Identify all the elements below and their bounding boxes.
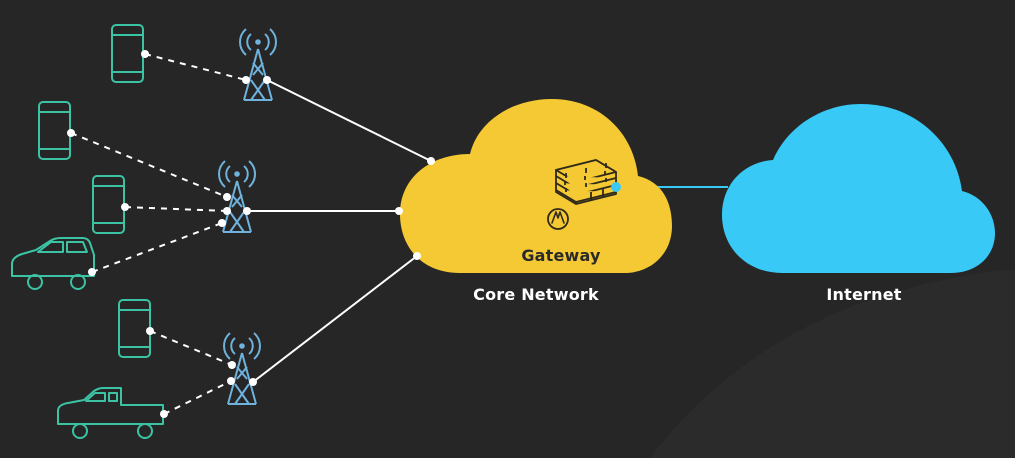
connection-dot <box>160 410 168 418</box>
connection-dot <box>243 207 251 215</box>
connection-dot <box>413 252 421 260</box>
connection-dot <box>146 327 154 335</box>
background-shade <box>650 270 1015 458</box>
backhaul-link-bottom <box>252 255 418 383</box>
connection-dot <box>121 203 129 211</box>
device-link-phone-2 <box>70 132 228 198</box>
cell-tower-icon <box>239 28 277 101</box>
connection-dot <box>249 378 257 386</box>
internet-cloud <box>722 104 995 273</box>
connection-dot <box>223 193 231 201</box>
gateway-icon-circle <box>547 208 569 230</box>
backhaul-links <box>247 79 432 383</box>
connection-points <box>67 50 435 418</box>
backhaul-link-top <box>266 79 432 162</box>
connection-dot <box>395 207 403 215</box>
core-network-cloud <box>400 99 672 273</box>
car-icon <box>11 237 95 290</box>
connection-dot <box>223 207 231 215</box>
cell-tower-icon <box>218 160 256 233</box>
connection-dot <box>427 157 435 165</box>
device-links <box>70 53 247 415</box>
connection-dot <box>228 361 236 369</box>
connection-dot <box>88 268 96 276</box>
connection-dot <box>242 76 250 84</box>
connection-dot <box>227 377 235 385</box>
device-link-phone-3 <box>124 206 228 212</box>
internet-label: Internet <box>826 285 901 304</box>
device-link-car-1 <box>91 222 223 273</box>
connection-dot <box>67 129 75 137</box>
firewall-icon <box>547 159 617 230</box>
connection-dot <box>218 219 226 227</box>
cell-tower-icon <box>223 332 261 405</box>
pickup-truck-icon <box>57 387 164 439</box>
phone-icon <box>92 175 125 234</box>
connection-dot <box>141 50 149 58</box>
gateway-label: Gateway <box>521 246 601 265</box>
device-link-truck-1 <box>163 380 232 415</box>
device-link-phone-4 <box>149 330 233 366</box>
gateway-connection-dot <box>611 182 621 192</box>
phone-icon <box>111 24 144 83</box>
device-link-phone-1 <box>144 53 247 81</box>
phone-icon <box>118 299 151 358</box>
phone-icon <box>38 101 71 160</box>
connection-dot <box>263 76 271 84</box>
core-network-label: Core Network <box>473 285 599 304</box>
